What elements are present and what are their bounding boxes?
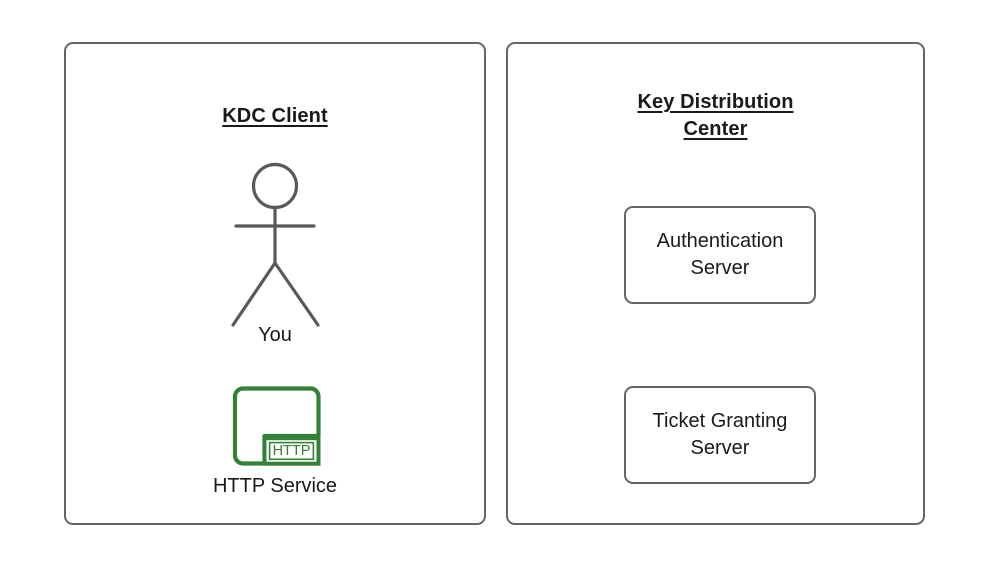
panel-title-line-2: Center: [683, 118, 748, 140]
ticket-granting-server-label: Ticket Granting Server: [652, 410, 788, 459]
panel-kdc-client-title: KDC Client: [222, 105, 328, 127]
svg-text:HTTP: HTTP: [273, 443, 311, 459]
http-service-icon: HTTP: [228, 378, 324, 470]
stick-figure-actor-icon: [212, 155, 338, 335]
http-service-label: HTTP Service: [212, 475, 338, 497]
ticket-granting-server-box[interactable]: Ticket Granting Server: [624, 386, 816, 484]
actor-you-label: You: [258, 324, 292, 346]
authentication-server-label: Authentication Server: [656, 230, 784, 279]
panel-title-line-1: Key Distribution: [637, 91, 794, 113]
authentication-server-box[interactable]: Authentication Server: [624, 206, 816, 304]
